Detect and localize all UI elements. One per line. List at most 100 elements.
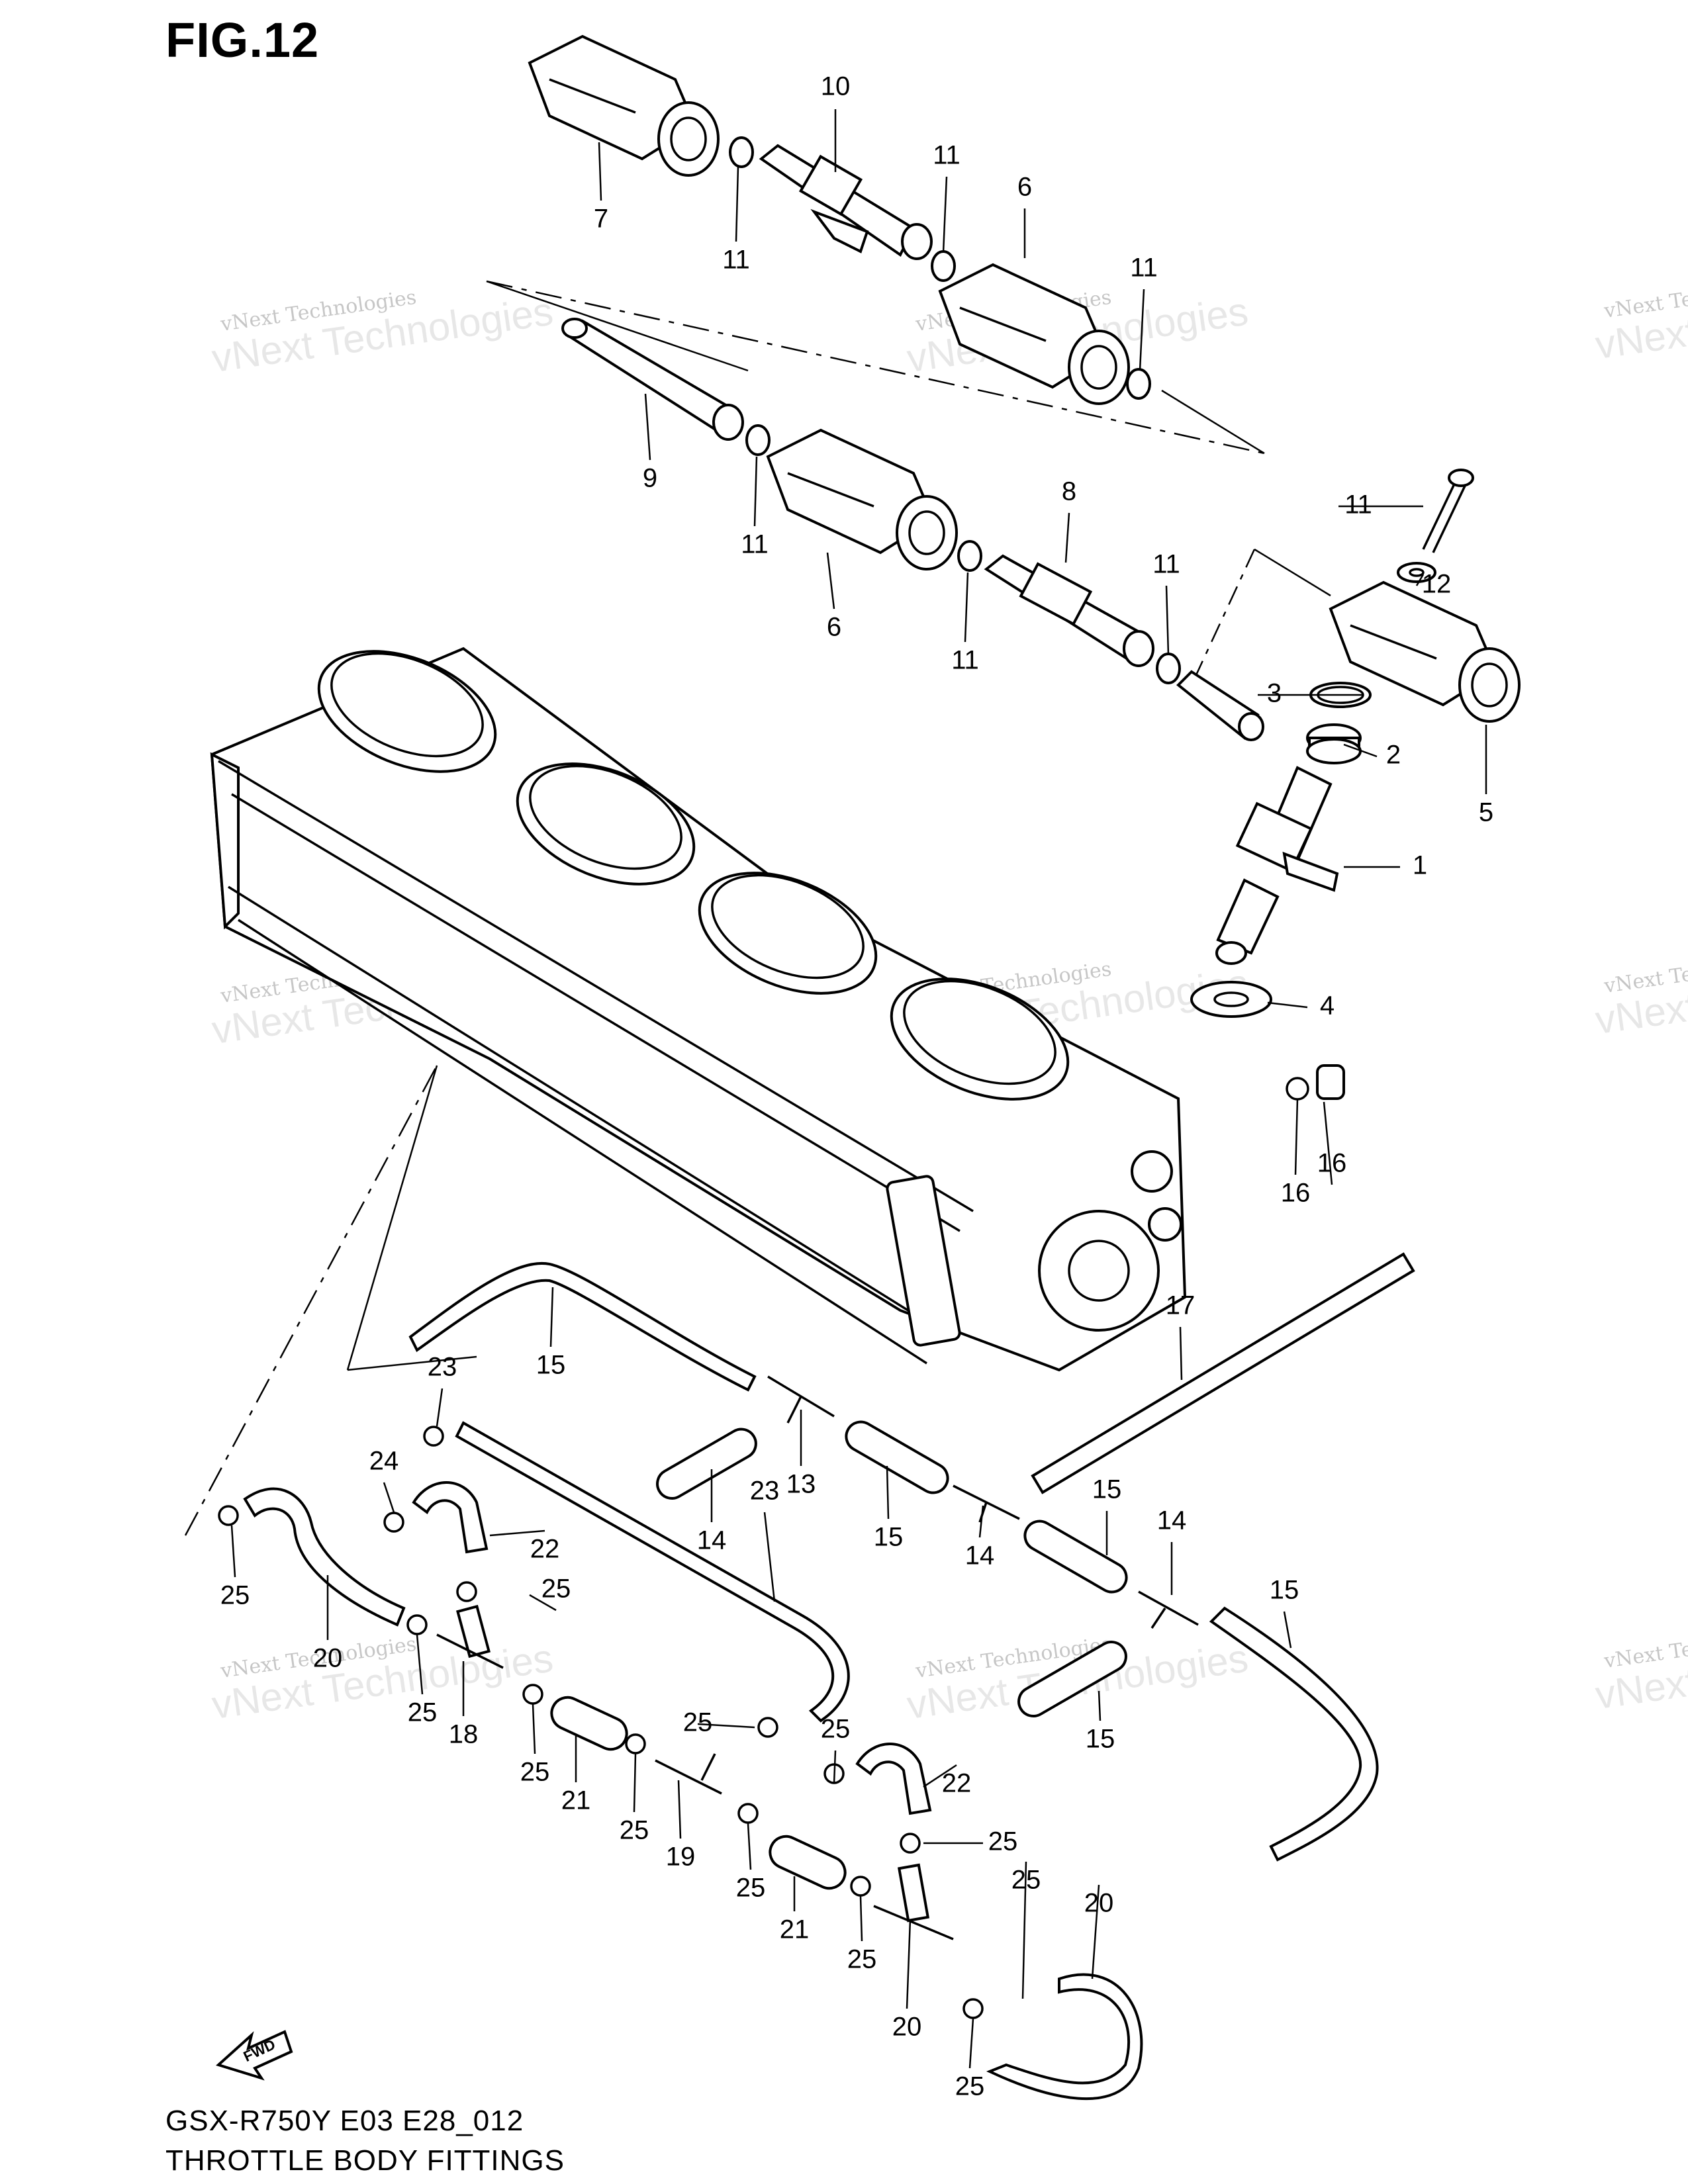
hose-23-lower: [855, 1743, 932, 1815]
figure-title: FIG.12: [165, 13, 320, 68]
callout-label: 5: [1479, 798, 1493, 827]
callout-label: 14: [965, 1541, 995, 1570]
leader-line: [697, 1723, 755, 1729]
hose-21-left: [243, 1487, 406, 1627]
callout-label: 25: [1011, 1866, 1041, 1895]
part-5-delivery-joint-end: [1329, 580, 1521, 723]
leader-line: [1179, 1326, 1183, 1381]
model-code: GSX-R750Y E03 E28_012: [165, 2105, 524, 2137]
leader-line: [978, 1505, 984, 1538]
callout-label: 21: [780, 1915, 810, 1944]
part-8-delivery-pipe: [984, 554, 1154, 667]
hose-21-right: [986, 1973, 1143, 2101]
callout-label: 25: [541, 1574, 571, 1604]
callout-label: 16: [1317, 1149, 1347, 1178]
callout-label: 11: [951, 646, 979, 675]
leader-line: [1343, 743, 1378, 758]
callout-label: 14: [1157, 1506, 1187, 1535]
leader-line: [1294, 1098, 1299, 1175]
leader-line: [1021, 1861, 1027, 1999]
callout-label: 25: [683, 1708, 713, 1737]
part-18-clip: [1286, 1077, 1309, 1101]
leader-line: [529, 1594, 557, 1612]
callout-label: 15: [1086, 1725, 1115, 1754]
t-joint-14-b: [953, 1484, 1020, 1523]
leader-line: [968, 2018, 974, 2069]
callout-label: 6: [827, 613, 841, 642]
hose-19: [1031, 1252, 1415, 1494]
leader-line: [1415, 574, 1425, 586]
callout-label: 22: [942, 1769, 972, 1798]
callout-label: 25: [847, 1945, 877, 1974]
leader-line: [1267, 1001, 1308, 1009]
fwd-arrow: FWD: [216, 2030, 293, 2081]
hose-16-upper: [408, 1261, 757, 1392]
leader-line: [416, 1634, 424, 1695]
part-10-delivery-pipe: [759, 144, 933, 260]
callout-label: 17: [1166, 1291, 1196, 1320]
hose-15-b: [845, 1420, 949, 1494]
t-joint-20-b: [655, 1753, 722, 1795]
callout-label: 22: [530, 1535, 560, 1564]
callout-label: 25: [520, 1758, 550, 1787]
hose-15-a: [656, 1428, 757, 1500]
callout-label: 16: [1281, 1179, 1311, 1208]
hose-23-upper: [412, 1481, 489, 1554]
leader-line: [859, 1895, 863, 1942]
callout-label: 11: [1344, 490, 1372, 520]
callout-label: 14: [697, 1526, 727, 1555]
part-17-cap: [1316, 1064, 1345, 1100]
throttle-linkage: [886, 1150, 1182, 1347]
leader-line: [735, 166, 739, 242]
leader-line: [923, 1764, 957, 1788]
leader-line: [1139, 289, 1145, 371]
callout-label: 24: [369, 1447, 399, 1476]
leader-line: [906, 1919, 912, 2009]
section-name: THROTTLE BODY FITTINGS: [165, 2144, 565, 2177]
leader-line: [598, 142, 602, 201]
callout-label: 10: [821, 72, 851, 101]
part-6-delivery-joint-upper: [938, 263, 1130, 405]
throttle-bore-4: [890, 978, 1070, 1101]
o-ring-11-c: [1126, 368, 1151, 400]
hose-parts: FWD: [216, 1252, 1415, 2101]
leader-line: [532, 1704, 536, 1754]
leader-line: [1064, 512, 1070, 563]
clamps-25: [218, 1426, 984, 2019]
hose-22-b: [769, 1835, 847, 1890]
part-1-fuel-injector: [1215, 766, 1339, 965]
leader-line: [826, 552, 835, 610]
leader-line: [644, 393, 651, 461]
leader-line: [753, 456, 758, 527]
callout-label: 11: [722, 246, 750, 275]
fuel-inlet-pipe: [1176, 670, 1264, 741]
leader-line: [964, 572, 969, 643]
callout-label: 15: [1092, 1475, 1122, 1504]
leader-line: [633, 1753, 637, 1813]
callout-label: 19: [666, 1843, 696, 1872]
callout-label: 2: [1386, 741, 1401, 770]
leader-line: [1165, 585, 1170, 656]
callout-label: 8: [1062, 477, 1076, 506]
callout-label: 23: [428, 1353, 457, 1382]
hose-16-lower: [1209, 1606, 1379, 1862]
callout-label: 11: [741, 530, 769, 559]
part-13-washer: [1397, 562, 1436, 583]
leader-line: [747, 1823, 752, 1870]
part-4-cushion: [1190, 981, 1272, 1018]
callout-label: 18: [449, 1720, 479, 1749]
leader-line: [942, 176, 948, 253]
leader-line: [677, 1780, 682, 1839]
callout-label: 20: [892, 2013, 922, 2042]
callout-label: 4: [1320, 991, 1335, 1021]
hose-24: [455, 1421, 850, 1723]
leader-line: [489, 1529, 545, 1537]
callout-label: 25: [220, 1581, 250, 1610]
callout-label: 20: [1084, 1889, 1114, 1918]
callout-label: 15: [536, 1351, 566, 1380]
hose-15-d: [1017, 1641, 1127, 1717]
callout-label: 6: [1017, 173, 1032, 202]
part-7-delivery-joint: [528, 34, 720, 177]
o-ring-11-a: [729, 136, 754, 168]
